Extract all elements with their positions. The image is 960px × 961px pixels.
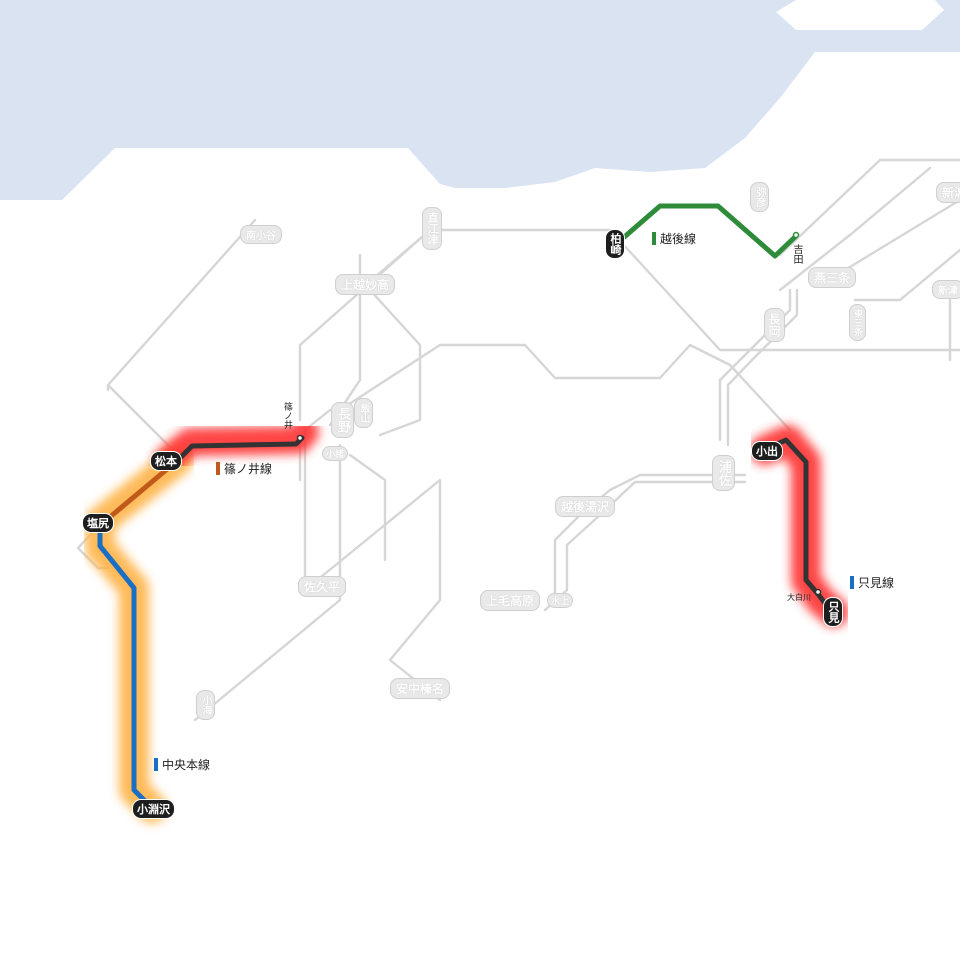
station-koide[interactable]: 小出 [752,442,782,460]
shinonoi-line-segment [101,457,181,525]
station-tadami[interactable]: 只見 [824,598,842,626]
legend-tadami-line[interactable]: 只見線 [850,574,894,591]
station-minakami[interactable]: 水上 [547,593,574,608]
legend-echigo-line[interactable]: 越後線 [652,230,696,247]
station-naoetsu[interactable]: 直江津 [422,207,442,250]
legend-tadami-swatch [850,576,854,589]
station-komi[interactable]: 小海 [196,690,215,720]
station-matsumoto[interactable]: 松本 [151,452,181,470]
legend-shinonoi-line[interactable]: 篠ノ井線 [216,460,272,477]
legend-shinonoi-label: 篠ノ井線 [224,462,273,476]
station-joetsumyoko[interactable]: 上越妙高 [335,274,396,295]
station-tsubamesanjo[interactable]: 燕三条 [808,267,857,288]
station-shiojiri[interactable]: 塩尻 [83,514,113,532]
legend-shinonoi-swatch [216,462,220,475]
station-sakudaira[interactable]: 佐久平 [298,576,347,597]
station-iiyama[interactable]: 飯山 [354,398,373,428]
sea-area [0,0,960,200]
chuo-line [97,519,153,809]
echigo-line [611,203,799,259]
station-shinonoi[interactable]: 篠ノ井 [282,402,292,429]
station-niigata[interactable]: 新潟 [936,182,960,203]
station-annakaharuna[interactable]: 安中榛名 [390,678,451,699]
legend-echigo-swatch [652,232,656,245]
legend-chuo-line[interactable]: 中央本線 [154,756,210,773]
station-kobuchisawa[interactable]: 小淵沢 [133,800,174,818]
station-urasa[interactable]: 浦佐 [712,455,735,491]
legend-chuo-label: 中央本線 [162,758,211,772]
legend-tadami-label: 只見線 [858,576,895,590]
inactive-network [76,158,960,722]
station-yahiko[interactable]: 弥彦 [750,182,769,212]
station-nagano[interactable]: 長野 [331,402,354,438]
station-dots [296,231,822,596]
station-niitsu[interactable]: 新津 [932,280,960,299]
station-higashisanjo[interactable]: 東三条 [849,304,866,341]
station-komoro[interactable]: 小諸 [322,446,349,461]
station-kashiwazaki[interactable]: 柏崎 [606,230,624,258]
tadami-line [761,437,833,613]
legend-chuo-swatch [154,758,158,771]
station-minami-otari[interactable]: 南小谷 [240,225,282,244]
station-echigoyuzawa[interactable]: 越後湯沢 [555,496,616,517]
station-nagaoka[interactable]: 長岡 [764,308,785,342]
island [776,0,944,30]
station-jomokogen[interactable]: 上毛高原 [480,590,541,611]
legend-echigo-label: 越後線 [660,232,697,246]
station-oshirakawa[interactable]: 大白川 [787,593,811,602]
station-yoshida[interactable]: 吉田 [791,244,802,264]
